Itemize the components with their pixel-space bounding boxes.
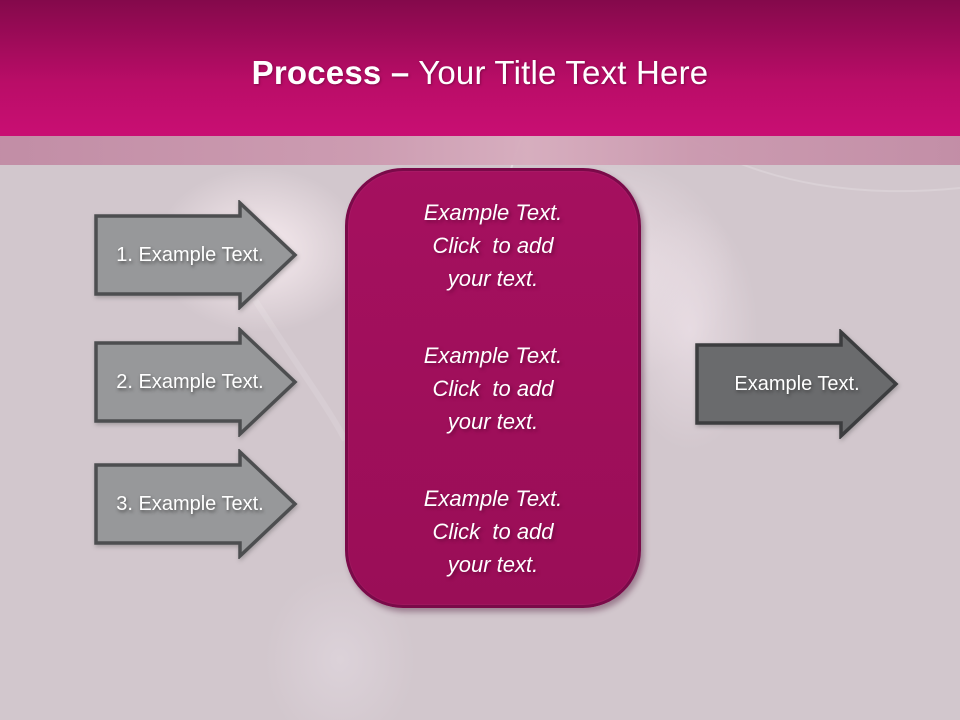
slide-title-keyword: Process (251, 54, 382, 91)
slide-title[interactable]: Process – Your Title Text Here (0, 54, 960, 92)
right-arrow-shape (94, 327, 298, 437)
title-bar (0, 0, 960, 136)
right-arrow-shape (695, 329, 899, 439)
slide-title-separator: – (390, 54, 410, 91)
result-arrow[interactable]: Example Text. (695, 329, 899, 439)
step-arrow-2[interactable]: 2. Example Text. (94, 327, 298, 437)
step-arrow-3[interactable]: 3. Example Text. (94, 449, 298, 559)
process-text-box[interactable]: Example Text. Click to add your text. Ex… (345, 168, 641, 608)
right-arrow-shape (94, 449, 298, 559)
text-placeholder-1[interactable]: Example Text. Click to add your text. (423, 199, 563, 291)
step-arrow-1[interactable]: 1. Example Text. (94, 200, 298, 310)
text-placeholder-2[interactable]: Example Text. Click to add your text. (423, 342, 563, 434)
text-placeholder-3[interactable]: Example Text. Click to add your text. (423, 485, 563, 577)
right-arrow-shape (94, 200, 298, 310)
header-accent-band (0, 136, 960, 165)
slide-title-placeholder: Your Title Text Here (418, 54, 709, 91)
